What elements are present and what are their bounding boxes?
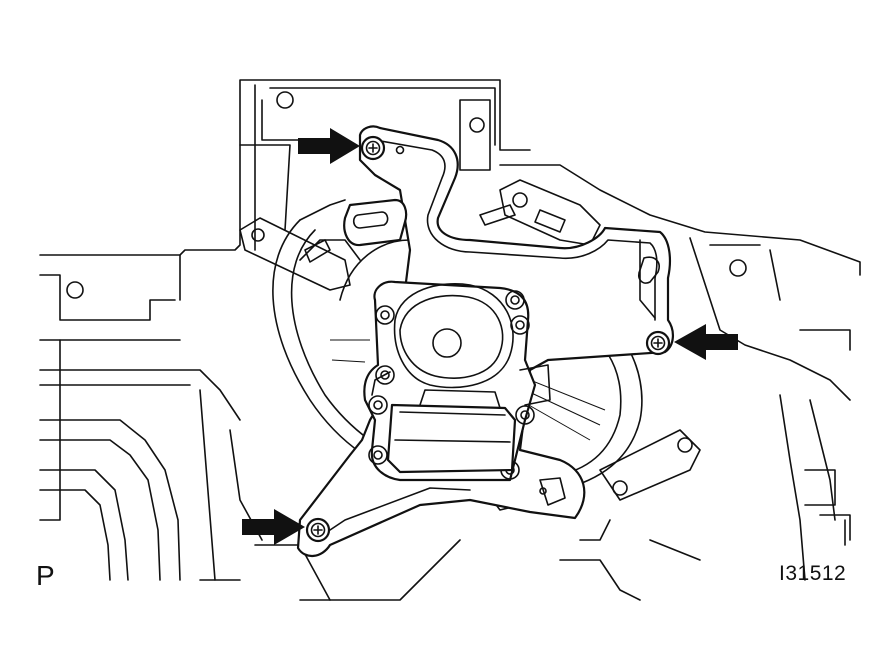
- housing-background: [39, 79, 861, 601]
- screw-top-left: [360, 135, 386, 161]
- arrow-bottom-left: [242, 509, 305, 545]
- servo-motor: [363, 280, 551, 482]
- arrow-right: [674, 324, 738, 360]
- screw-right: [645, 330, 671, 356]
- arrow-top-left: [298, 128, 360, 164]
- view-code-label: P: [36, 560, 55, 591]
- screw-bottom-left: [305, 517, 331, 543]
- figure-id-label: I31512: [779, 562, 847, 585]
